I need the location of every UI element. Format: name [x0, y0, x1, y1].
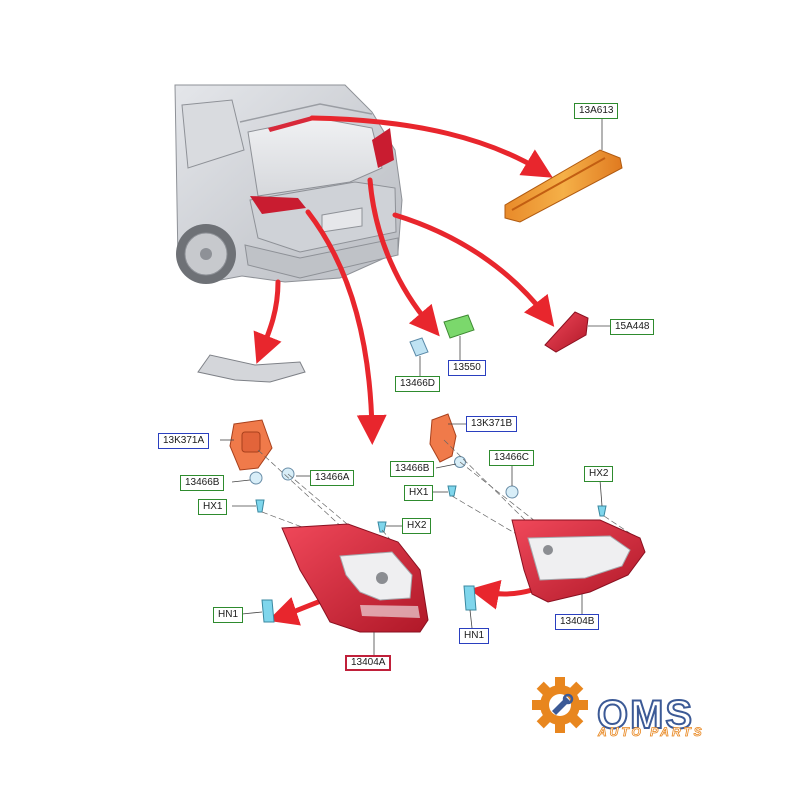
callout-hx1-right: HX1	[404, 485, 434, 501]
callout-13466d: 13466D	[395, 376, 441, 392]
licence-plate-lamp	[409, 314, 475, 376]
reflector-lamp	[544, 311, 612, 353]
callout-hn1-right: HN1	[459, 628, 490, 644]
leader-arrows	[253, 115, 555, 626]
callout-13404a: 13404A	[345, 655, 392, 671]
callout-hx1-left: HX1	[198, 499, 228, 515]
left-tail-lamp-assembly	[229, 419, 429, 655]
vehicle-rear-view	[174, 84, 403, 284]
callout-13k371b: 13K371B	[466, 416, 518, 432]
callout-13a613: 13A613	[574, 103, 619, 119]
high-mount-brake-lamp	[504, 118, 623, 223]
callout-13550: 13550	[448, 360, 486, 376]
callout-hx2-left: HX2	[402, 518, 432, 534]
callout-hn1-left: HN1	[213, 607, 244, 623]
callout-13466b-right: 13466B	[390, 461, 435, 477]
right-tail-lamp-assembly	[429, 413, 646, 614]
oms-logo-tagline: AUTO PARTS	[598, 725, 705, 740]
callout-13466b-left: 13466B	[180, 475, 225, 491]
callout-leaders	[220, 423, 603, 629]
callout-hx2-right: HX2	[584, 466, 614, 482]
gear-wrench-icon	[532, 677, 588, 733]
callout-13404b: 13404B	[555, 614, 600, 630]
rear-bumper-bracket	[197, 354, 306, 383]
callout-13k371a: 13K371A	[158, 433, 210, 449]
callout-15a448: 15A448	[610, 319, 655, 335]
callout-13466c: 13466C	[489, 450, 535, 466]
callout-13466a: 13466A	[310, 470, 355, 486]
oms-logo-text: OMS	[596, 693, 695, 737]
